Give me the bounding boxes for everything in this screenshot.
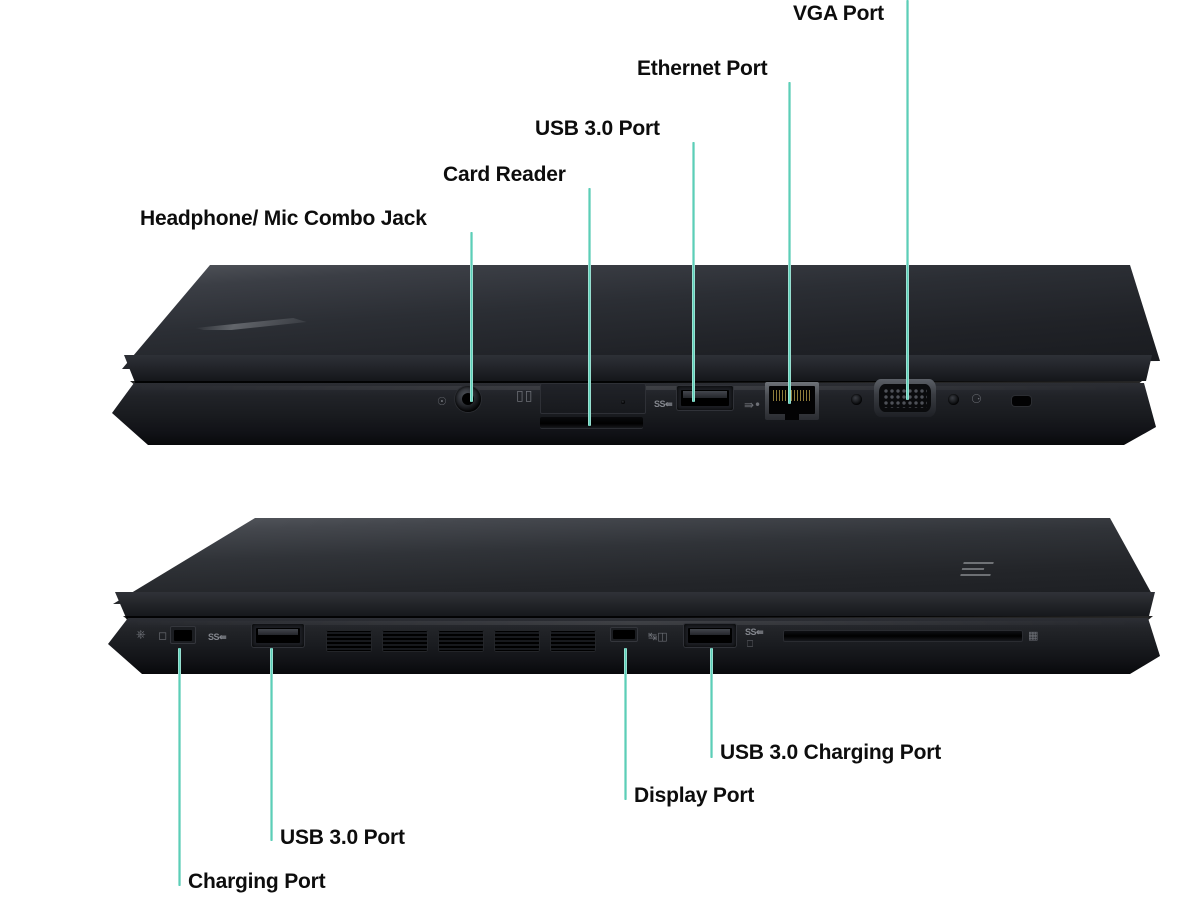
label-vga-port: VGA Port <box>793 2 884 25</box>
leader-headphone-mic-combo-jack <box>470 232 473 402</box>
ethernet-icon: ⇛• <box>744 398 762 412</box>
card-reader-eject-pinhole <box>621 400 625 404</box>
smart-card-icon: ▦ <box>1028 629 1039 642</box>
headphone-icon: ☉ <box>437 395 447 408</box>
label-ethernet-port: Ethernet Port <box>637 57 768 80</box>
usb-3-0-port-tongue <box>683 391 727 398</box>
brand-logo-2 <box>959 560 997 578</box>
cooling-vent-2 <box>382 630 428 652</box>
leader-usb-3-0-port-top <box>692 142 695 402</box>
card-reader-slot <box>540 417 643 428</box>
usb-3-0-charging-port-tongue <box>690 629 730 635</box>
ss-usb-battery-icon: SS⇚ <box>745 627 764 637</box>
ss-usb-icon-2: SS⇚ <box>208 632 227 642</box>
leader-display-port <box>624 648 627 800</box>
power-icon: ⎈ <box>136 627 146 641</box>
leader-usb-3-0-port-bottom <box>270 648 273 841</box>
charging-port-cavity <box>174 630 192 641</box>
laptop-lid-top-face-2 <box>113 518 1153 604</box>
top-laptop-figure: ☉ ▯▯ SS⇚ ⇛• ⚆ <box>112 0 1160 445</box>
displayport-icon: ↹◫ <box>648 630 668 643</box>
leader-usb-3-0-charging-port <box>710 648 713 758</box>
usb-3-0-port-bottom-tongue <box>258 629 298 635</box>
cooling-vent-3 <box>438 630 484 652</box>
leader-vga-port <box>906 0 909 400</box>
cooling-vent-1 <box>326 630 372 652</box>
label-card-reader: Card Reader <box>443 163 566 186</box>
dc-in-icon: ◻ <box>158 629 168 642</box>
label-usb-3-0-port-top: USB 3.0 Port <box>535 117 660 140</box>
kensington-lock-slot <box>1012 396 1031 406</box>
card-reader-bay-cover <box>540 383 646 414</box>
ethernet-port-pins <box>773 390 811 401</box>
leader-card-reader <box>588 188 591 426</box>
ss-usb-icon: SS⇚ <box>654 399 673 409</box>
laptop-lid-front-edge-2 <box>115 592 1155 620</box>
ethernet-port-latch-notch <box>785 408 799 420</box>
battery-icon: ⎕ <box>747 639 753 650</box>
vga-port-pins <box>883 388 927 408</box>
display-port-cavity <box>613 630 635 639</box>
laptop-lid-front-edge <box>124 355 1152 385</box>
label-charging-port: Charging Port <box>188 870 326 893</box>
smart-card-slot <box>783 630 1023 642</box>
label-usb-3-0-charging-port: USB 3.0 Charging Port <box>720 741 941 764</box>
label-headphone-mic-combo-jack: Headphone/ Mic Combo Jack <box>140 207 427 230</box>
lock-icon: ⚆ <box>971 392 982 406</box>
leader-charging-port <box>178 648 181 886</box>
vga-screw-hole-left <box>851 394 862 405</box>
sd-card-icon: ▯▯ <box>516 388 534 404</box>
leader-ethernet-port <box>788 82 791 404</box>
vga-screw-hole-right <box>948 394 959 405</box>
laptop-lid-top-face <box>122 265 1160 369</box>
cooling-vent-5 <box>550 630 596 652</box>
label-usb-3-0-port-bottom: USB 3.0 Port <box>280 826 405 849</box>
cooling-vent-4 <box>494 630 540 652</box>
label-display-port: Display Port <box>634 784 755 807</box>
